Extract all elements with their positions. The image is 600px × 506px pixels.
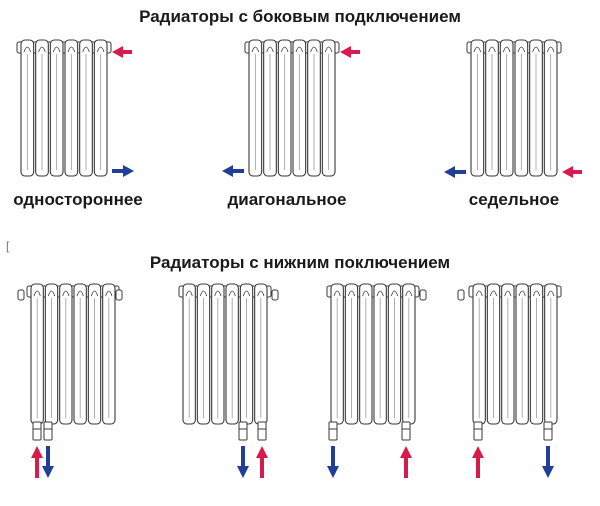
section-cap <box>405 290 413 297</box>
section-cap <box>489 290 498 297</box>
arrow-return-icon <box>444 166 455 178</box>
section-cap <box>310 46 318 53</box>
section-cap <box>214 290 222 297</box>
mount-bracket <box>271 289 279 301</box>
arrow-supply-icon <box>400 446 412 458</box>
stray-bracket-mark: [ <box>6 239 10 253</box>
section-cap <box>251 46 260 53</box>
arrow-return-icon <box>42 466 54 478</box>
mount-bracket <box>419 289 427 301</box>
bottom-radiator-wide <box>457 283 562 478</box>
arrow-supply-icon <box>256 446 268 458</box>
valve-icon <box>401 421 411 441</box>
section-cap <box>390 290 399 297</box>
arrow-return-icon <box>237 466 249 478</box>
section-cap <box>266 46 274 53</box>
bottom-radiator-center <box>326 283 427 478</box>
section-cap <box>333 290 341 297</box>
section-cap <box>82 46 90 53</box>
section-cap <box>76 290 84 297</box>
valve-icon <box>543 421 553 441</box>
section-cap <box>532 46 540 53</box>
section-cap <box>199 290 208 297</box>
section-cap <box>96 46 105 53</box>
section-cap <box>547 290 555 297</box>
valve-icon <box>473 421 483 441</box>
section-cap <box>517 46 526 53</box>
arrow-return-icon <box>327 466 339 478</box>
section-cap <box>23 46 32 53</box>
arrow-return-icon <box>123 165 134 177</box>
valve-icon <box>238 421 248 441</box>
section-cap <box>257 290 265 297</box>
valve-icon <box>43 421 53 441</box>
valve-icon <box>328 421 338 441</box>
arrow-supply-icon <box>562 166 573 178</box>
bottom-radiator-left <box>17 283 123 478</box>
caption-diagonal: диагональное <box>227 190 347 209</box>
section-cap <box>33 290 41 297</box>
arrow-supply-icon <box>112 46 123 58</box>
bottom-connection-title: Радиаторы с нижним поключением <box>149 253 451 272</box>
section-cap <box>475 290 483 297</box>
section-cap <box>105 290 113 297</box>
section-cap <box>47 290 56 297</box>
section-cap <box>295 46 304 53</box>
section-cap <box>242 290 251 297</box>
section-cap <box>488 46 496 53</box>
mount-bracket <box>115 289 123 301</box>
mount-bracket <box>17 289 25 301</box>
valve-icon <box>257 421 267 441</box>
arrow-supply-icon <box>31 446 43 458</box>
section-cap <box>38 46 46 53</box>
section-cap <box>502 46 511 53</box>
section-cap <box>280 46 289 53</box>
section-cap <box>90 290 99 297</box>
section-cap <box>52 46 61 53</box>
section-cap <box>532 290 541 297</box>
section-cap <box>504 290 512 297</box>
arrow-supply-icon <box>340 46 351 58</box>
section-cap <box>228 290 236 297</box>
mount-bracket <box>457 289 465 301</box>
one-sided-radiator <box>16 39 134 177</box>
section-cap <box>546 46 555 53</box>
section-cap <box>473 46 482 53</box>
arrow-return-icon <box>542 466 554 478</box>
bottom-radiator-right <box>178 283 279 478</box>
valve-icon <box>32 421 42 441</box>
section-cap <box>324 46 333 53</box>
arrow-supply-icon <box>472 446 484 458</box>
section-cap <box>362 290 370 297</box>
section-cap <box>376 290 384 297</box>
diagonal-radiator <box>222 39 360 177</box>
section-cap <box>185 290 193 297</box>
section-cap <box>62 290 70 297</box>
side-connection-title: Радиаторы с боковым подключением <box>139 7 461 26</box>
section-cap <box>518 290 526 297</box>
section-cap <box>67 46 76 53</box>
saddle-radiator <box>444 39 582 178</box>
section-cap <box>347 290 356 297</box>
arrow-return-icon <box>222 165 233 177</box>
caption-saddle: седельное <box>468 190 560 209</box>
caption-one-sided: одностороннее <box>13 190 143 209</box>
